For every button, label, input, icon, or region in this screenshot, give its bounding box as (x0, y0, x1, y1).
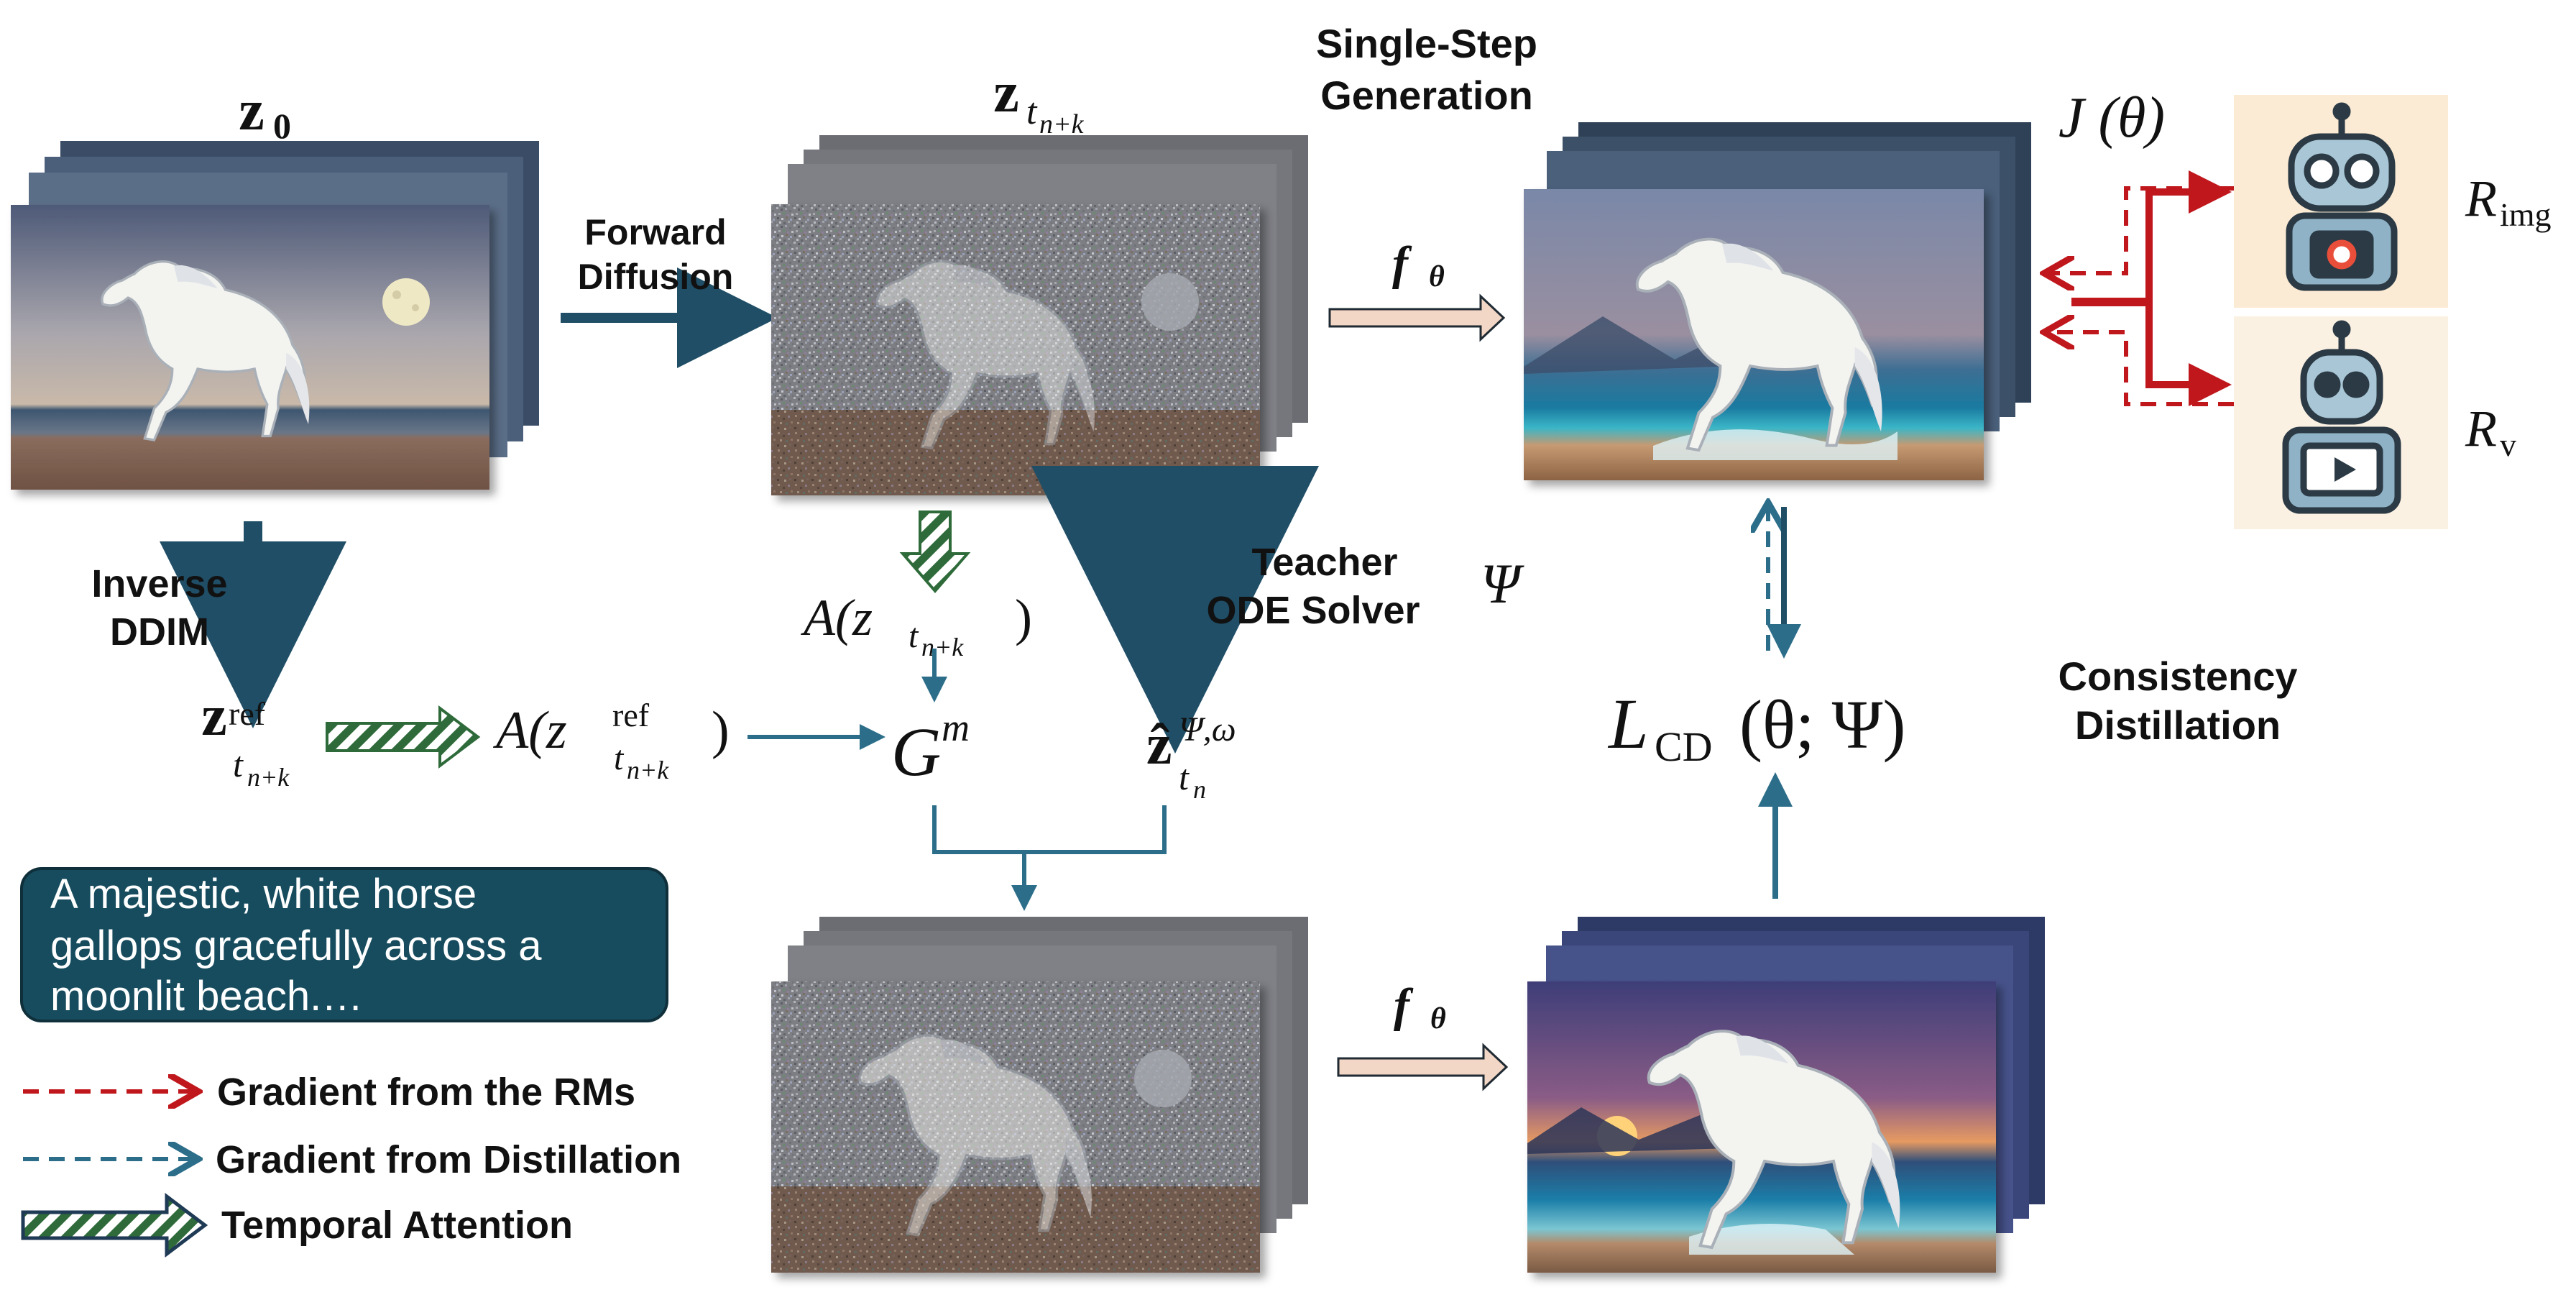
prompt-line-3: moonlit beach.… (50, 973, 363, 1020)
a-ztnk-sub: t (908, 617, 919, 655)
ztnk-label-subsub: n+k (1039, 109, 1085, 139)
z0-label-sub: 0 (273, 106, 291, 146)
g-m-main: G (891, 713, 941, 790)
f-theta-bottom-arrow (1337, 1043, 1509, 1091)
forward-label: Forward (584, 212, 726, 252)
psi-label: Ψ (1481, 552, 1524, 615)
g-m-sup: m (942, 706, 970, 749)
f-theta-top-arrow (1328, 293, 1506, 342)
ddim-label: DDIM (110, 610, 209, 654)
ztnk-label-sub: t (1026, 91, 1038, 132)
bottom-noisy-frame-stack (771, 917, 1308, 1273)
prompt-line-1: A majestic, white horse (50, 871, 477, 917)
teacher-label: Teacher (1251, 541, 1397, 584)
a-zref-sup: ref (612, 697, 650, 733)
moon-icon (382, 278, 430, 326)
r-img-sub: img (2500, 196, 2552, 233)
r-img-main: R (2465, 170, 2497, 227)
j-theta-label: J (θ) (2058, 86, 2165, 150)
f-theta-top-sub: θ (1429, 260, 1445, 293)
legend-temporal-attention-arrow (21, 1192, 208, 1258)
temporal-attention-down-arrow (899, 510, 971, 594)
z0-frame-stack (11, 141, 539, 490)
zref-main: z (201, 684, 227, 748)
consistency-label: Consistency (2058, 654, 2298, 699)
temporal-attention-horizontal-arrow (326, 705, 481, 769)
zhat-subsub: n (1193, 775, 1206, 804)
distillation-label: Distillation (2075, 702, 2281, 748)
legend-rm-gradient-text: Gradient from the RMs (217, 1071, 635, 1114)
legend: Gradient from the RMs Gradient from Dist… (21, 1071, 681, 1258)
r-v-sub: v (2500, 426, 2516, 463)
a-zref-sub: t (614, 739, 625, 777)
zref-sup: ref (229, 695, 266, 732)
robot-video-icon (2282, 320, 2401, 514)
bottom-noisy-moon-icon (1134, 1050, 1192, 1107)
zhat-main: ẑ (1146, 713, 1172, 777)
ztnk-frame-stack (771, 135, 1308, 495)
l-cd-main: L (1607, 684, 1649, 764)
rm-solid-arrows (2071, 170, 2232, 406)
robot-camera-icon (2286, 102, 2398, 291)
f-theta-bottom-main: f (1394, 979, 1414, 1032)
f-theta-top-main: f (1392, 237, 1412, 290)
diffusion-label: Diffusion (578, 257, 734, 297)
f-theta-bottom-sub: θ (1430, 1002, 1446, 1035)
r-v-main: R (2465, 400, 2497, 457)
legend-distill-gradient-text: Gradient from Distillation (216, 1138, 681, 1181)
single-step-label: Single-Step (1316, 21, 1537, 66)
generated-frame-stack (1524, 122, 2031, 480)
bottom-generated-frame-stack (1527, 917, 2045, 1273)
legend-temporal-attention-text: Temporal Attention (221, 1204, 573, 1247)
zref-sub: t (233, 744, 244, 784)
zref-subsub: n+k (247, 763, 290, 792)
a-ztnk-subsub: n+k (921, 633, 964, 661)
noisy-moon-icon (1141, 273, 1199, 331)
reward-model-img (2234, 95, 2448, 308)
l-cd-args: (θ; Ψ) (1739, 686, 1905, 763)
a-zref-close: ) (712, 701, 730, 760)
reward-model-video (2234, 316, 2448, 529)
l-cd-sub: CD (1655, 723, 1713, 770)
zhat-sup: Ψ,ω (1179, 710, 1236, 748)
prompt-box (20, 867, 668, 1022)
a-ztnk-open: A(z (801, 589, 873, 646)
merge-bracket (932, 805, 1167, 911)
a-zref-subsub: n+k (627, 756, 669, 784)
a-ztnk-close: ) (1015, 589, 1032, 646)
generation-label: Generation (1320, 73, 1533, 118)
z0-label-main: z (239, 79, 264, 142)
ode-solver-label: ODE Solver (1206, 589, 1420, 632)
rm-gradient-dashed-arrows (2048, 186, 2234, 406)
ztnk-label-main: z (993, 61, 1019, 124)
zhat-sub: t (1179, 757, 1190, 797)
inverse-label: Inverse (91, 562, 227, 605)
prompt-line-2: gallops gracefully across a (50, 922, 542, 969)
a-zref-open: A(z (492, 701, 567, 760)
